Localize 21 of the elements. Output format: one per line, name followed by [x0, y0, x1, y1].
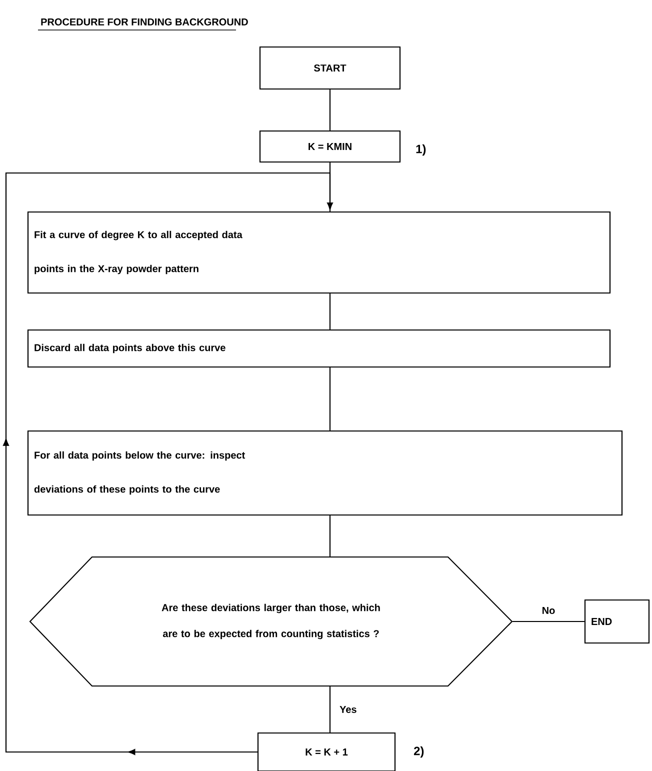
- loop-arrow: [3, 172, 333, 755]
- edge-label: Yes: [340, 706, 356, 713]
- end-box: END: [584, 599, 650, 644]
- decision-hexagon: Are these deviations larger than those, which are to be expected from counting statistics ?: [29, 556, 513, 687]
- title: PROCEDURE FOR FINDING BACKGROUND: [41, 18, 248, 26]
- connector-line: [512, 620, 584, 622]
- connector-line: [329, 294, 331, 330]
- process-box: K = KMIN: [259, 130, 401, 163]
- connector-line: [329, 90, 331, 130]
- process-box: For all data points below the curve: inspect deviations of these points to the curve: [27, 430, 623, 516]
- connector-line: [329, 162, 331, 212]
- edge-label: No: [542, 607, 555, 614]
- process-box: Discard all data points above this curve: [27, 329, 611, 368]
- process-box: START: [259, 46, 401, 90]
- connector-line: [329, 686, 331, 732]
- connector-line: [329, 516, 331, 556]
- connector-line: [329, 368, 331, 430]
- step-note: 1): [416, 144, 426, 156]
- process-box: Fit a curve of degree K to all accepted data points in the X-ray powder pattern: [27, 211, 611, 294]
- process-box: K = K + 1: [257, 732, 396, 771]
- step-note: 2): [414, 746, 424, 758]
